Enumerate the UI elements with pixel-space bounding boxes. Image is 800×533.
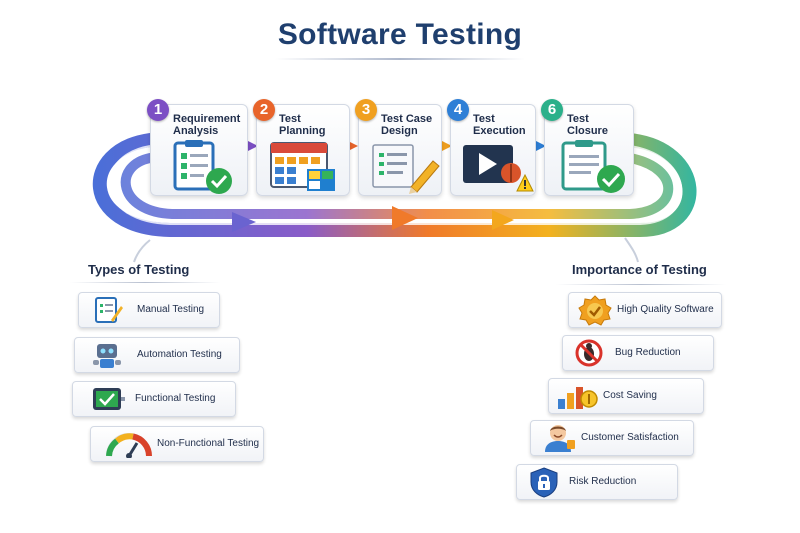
report-check-icon <box>561 140 625 193</box>
type-item-label: Functional Testing <box>135 393 216 404</box>
importance-item-bug-reduction: Bug Reduction <box>562 335 714 371</box>
document-pencil-icon <box>372 144 440 194</box>
importance-item-label: Customer Satisfaction <box>581 432 679 443</box>
importance-item-label: Cost Saving <box>603 390 657 401</box>
no-bug-icon <box>575 339 603 367</box>
stage-number-badge: 3 <box>355 99 377 121</box>
stage-label: Requirement Analysis <box>173 113 241 137</box>
checklist-icon <box>173 140 232 194</box>
importance-item-customer-satisfaction: Customer Satisfaction <box>530 420 694 456</box>
type-item-label: Non-Functional Testing <box>157 438 260 449</box>
robot-icon <box>93 344 121 368</box>
importance-item-high-quality-software: High Quality Software <box>568 292 722 328</box>
manual-checklist-icon <box>95 297 123 323</box>
functional-check-icon <box>93 388 125 410</box>
speedometer-icon <box>106 433 152 458</box>
page-title: Software Testing <box>277 18 523 51</box>
stage-test-planning: 2 Test Planning <box>253 99 350 196</box>
flow-band-outer <box>92 133 697 237</box>
flow-highlight <box>108 145 683 225</box>
cost-chart-coin-icon <box>558 387 598 409</box>
flow-connector-1 <box>246 140 258 152</box>
importance-item-label: Bug Reduction <box>615 347 681 358</box>
stage-test-closure: 6 Test Closure <box>541 99 634 196</box>
stage-test-case-design: 3 Test Case Design <box>355 99 442 196</box>
stage-number-badge: 6 <box>541 99 563 121</box>
types-section-divider <box>70 282 220 283</box>
quality-badge-icon <box>578 295 612 326</box>
importance-item-label: Risk Reduction <box>569 476 637 487</box>
flow-band-inner <box>120 153 674 219</box>
shield-lock-icon <box>530 467 558 498</box>
flow-connector-4 <box>534 140 546 152</box>
type-item-non-functional-testing: Non-Functional Testing <box>90 426 264 462</box>
play-bug-warning-icon <box>463 145 534 192</box>
stage-number-badge: 1 <box>147 99 169 121</box>
flow-arrowhead-1 <box>232 212 256 232</box>
importance-section-divider <box>556 284 726 285</box>
importance-item-cost-saving: Cost Saving <box>548 378 704 414</box>
type-item-label: Automation Testing <box>137 349 222 360</box>
stage-label: Test Case Design <box>381 113 433 137</box>
stage-label: Test Execution <box>473 113 526 137</box>
importance-section-title: Importance of Testing <box>572 262 707 277</box>
stage-label: Test Planning <box>279 113 326 137</box>
type-item-manual-testing: Manual Testing <box>78 292 220 328</box>
importance-item-risk-reduction: Risk Reduction <box>516 464 678 500</box>
importance-item-label: High Quality Software <box>617 304 714 315</box>
title-divider <box>275 58 525 60</box>
stage-label: Test Closure <box>567 113 608 137</box>
type-item-automation-testing: Automation Testing <box>74 337 240 373</box>
type-item-label: Manual Testing <box>137 304 205 315</box>
types-section-title: Types of Testing <box>88 262 190 277</box>
flow-connector-3 <box>440 140 452 152</box>
type-item-functional-testing: Functional Testing <box>72 381 236 417</box>
flow-tail-left <box>133 239 151 263</box>
stage-number-badge: 4 <box>447 99 469 121</box>
flow-tail-right <box>624 237 639 263</box>
customer-avatar-icon <box>545 425 575 452</box>
calendar-icon <box>270 142 335 191</box>
stage-test-execution: 4 Test Execution <box>447 99 536 196</box>
stage-number-badge: 2 <box>253 99 275 121</box>
flow-arrowhead-2 <box>392 206 418 230</box>
stage-requirement-analysis: 1 Requirement Analysis <box>147 99 248 196</box>
flow-arrowhead-3 <box>492 210 514 230</box>
